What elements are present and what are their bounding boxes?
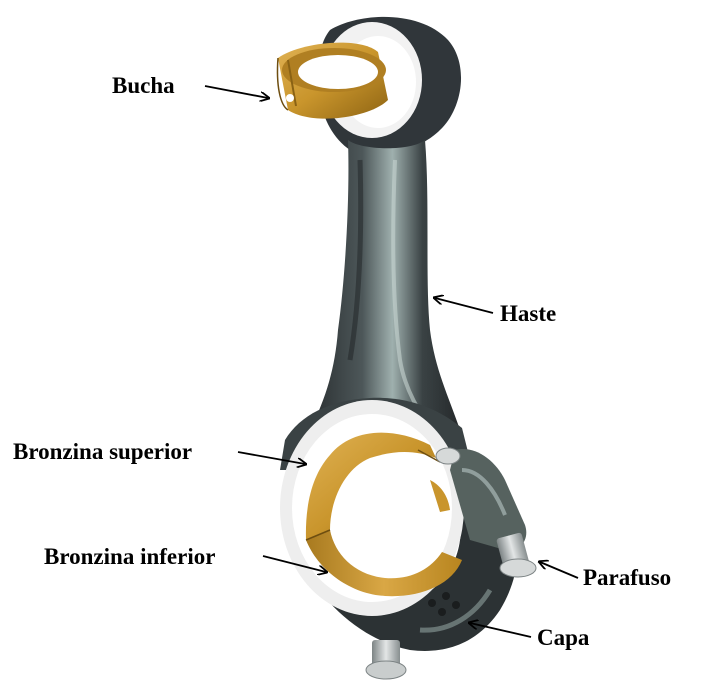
label-bronzina-inferior: Bronzina inferior xyxy=(44,545,215,568)
label-parafuso: Parafuso xyxy=(583,566,671,589)
bushing xyxy=(277,43,388,119)
haste-arrow xyxy=(435,298,493,313)
label-capa: Capa xyxy=(537,626,589,649)
label-bucha: Bucha xyxy=(112,74,175,97)
label-bronzina-superior: Bronzina superior xyxy=(13,440,192,463)
rod-shank xyxy=(310,140,460,430)
parafuso-arrow xyxy=(540,562,578,578)
bucha-arrow xyxy=(205,86,268,98)
label-haste: Haste xyxy=(500,302,556,325)
lower-bolt xyxy=(366,640,406,679)
